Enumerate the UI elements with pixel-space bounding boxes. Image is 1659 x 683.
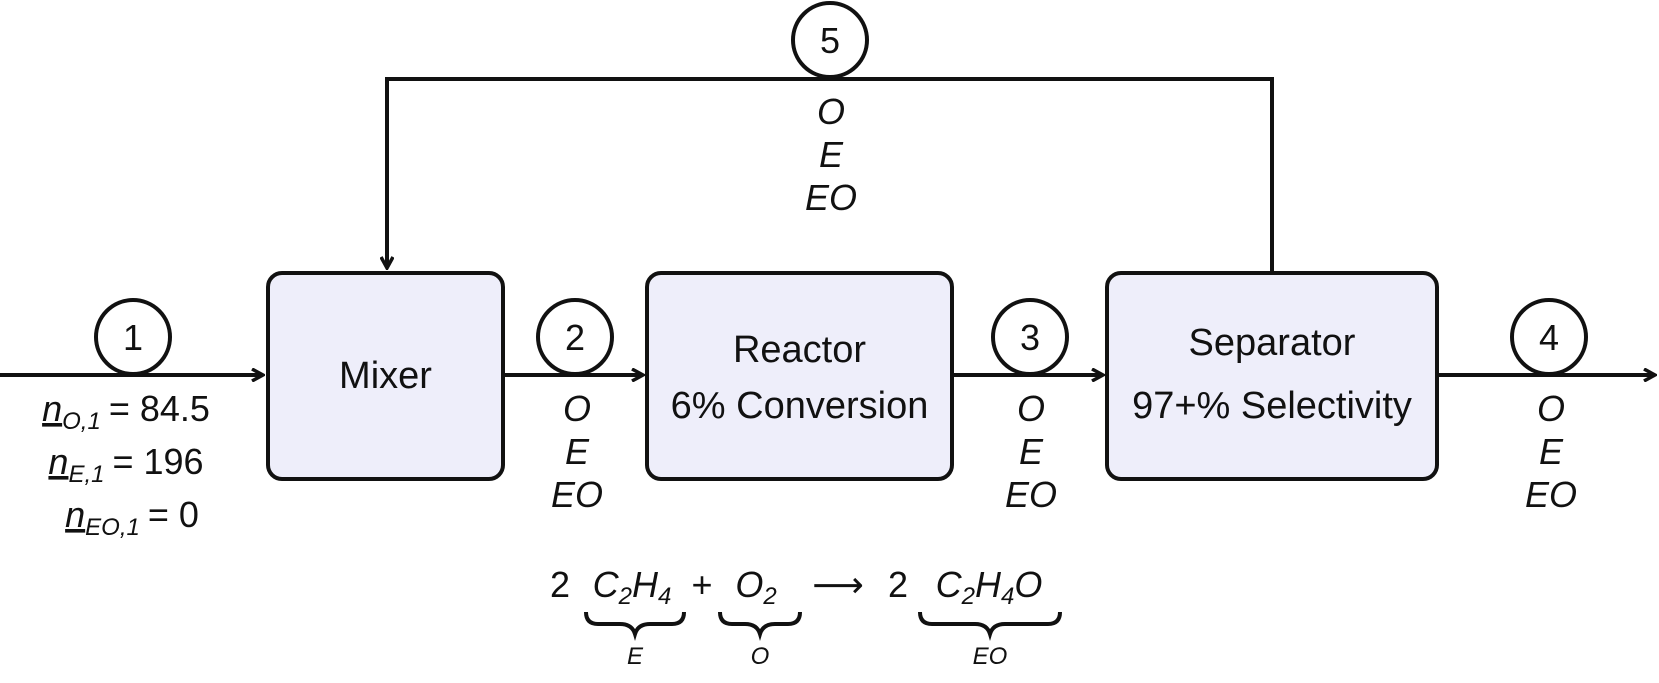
stream-4-component: E	[1539, 431, 1564, 472]
feed-var: n	[42, 388, 62, 429]
stream-3-components: O E EO	[1005, 388, 1057, 515]
stream-2-components: O E EO	[551, 388, 603, 515]
oxygen-formula: O2	[735, 564, 776, 610]
feed-sub: EO,1	[85, 514, 140, 541]
reaction-plus: +	[691, 564, 712, 605]
reaction-arrow: ⟶	[812, 564, 864, 605]
stream-4-component: EO	[1525, 474, 1577, 515]
ethylene-oxide-label: EO	[973, 643, 1008, 670]
reaction-coefficient: 2	[888, 564, 908, 605]
stream-3-number: 3	[1020, 317, 1040, 358]
stream-2-component: EO	[551, 474, 603, 515]
ethylene-oxide-formula: C2H4O	[936, 564, 1043, 610]
feed-row: nE,1 = 196	[48, 441, 203, 488]
ethylene-underbrace	[584, 611, 686, 641]
stream-5-marker: 5	[791, 1, 869, 79]
reactor-unit: Reactor 6% Conversion	[645, 271, 954, 481]
stream-2-component: O	[563, 388, 591, 429]
stream-3-component: E	[1019, 431, 1044, 472]
stream-3-marker: 3	[991, 298, 1069, 376]
stream-5-number: 5	[820, 20, 840, 61]
ethylene-label: E	[627, 643, 644, 670]
reactor-conversion: 6% Conversion	[671, 385, 929, 427]
reaction-equation: 2 C2H4 E + O2 O ⟶ 2 C2H4O EO	[550, 564, 1062, 670]
feed-sub: O,1	[62, 408, 101, 435]
mixer-unit: Mixer	[266, 271, 505, 481]
recycle-stream-5-line	[387, 77, 1274, 272]
stream-4-components: O E EO	[1525, 388, 1577, 515]
feed-specification: nO,1= 84.5 nE,1= 196 nEO,1= 0	[42, 388, 210, 541]
reaction-coefficient: 2	[550, 564, 570, 605]
stream-2-number: 2	[565, 317, 585, 358]
stream-2-component: E	[565, 431, 590, 472]
ethylene-formula: C2H4	[593, 564, 672, 610]
feed-sub: E,1	[68, 461, 104, 488]
stream-4-marker: 4	[1510, 298, 1588, 376]
stream-4-component: O	[1537, 388, 1565, 429]
stream-5-component: EO	[805, 177, 857, 218]
stream-3-component: O	[1017, 388, 1045, 429]
mixer-label: Mixer	[339, 355, 432, 397]
stream-5-components: O E EO	[805, 91, 857, 218]
oxygen-label: O	[751, 643, 770, 670]
stream-4-number: 4	[1539, 317, 1559, 358]
feed-value: = 196	[112, 441, 203, 482]
stream-5-component: E	[819, 134, 844, 175]
feed-var: n	[65, 494, 85, 535]
stream-5-component: O	[817, 91, 845, 132]
separator-selectivity: 97+% Selectivity	[1132, 385, 1412, 427]
feed-value: = 84.5	[109, 388, 210, 429]
feed-value: = 0	[148, 494, 199, 535]
oxygen-underbrace	[718, 611, 802, 641]
separator-label: Separator	[1189, 322, 1356, 364]
ethylene-oxide-underbrace	[918, 611, 1062, 641]
reactor-label: Reactor	[733, 329, 866, 371]
stream-2-marker: 2	[536, 298, 614, 376]
feed-row: nO,1 = 84.5	[42, 388, 210, 435]
stream-1-marker: 1	[94, 298, 172, 376]
stream-3-component: EO	[1005, 474, 1057, 515]
feed-row: nEO,1 = 0	[65, 494, 199, 541]
stream-1-number: 1	[123, 317, 143, 358]
feed-var: n	[48, 441, 68, 482]
separator-unit: Separator 97+% Selectivity	[1105, 271, 1439, 481]
